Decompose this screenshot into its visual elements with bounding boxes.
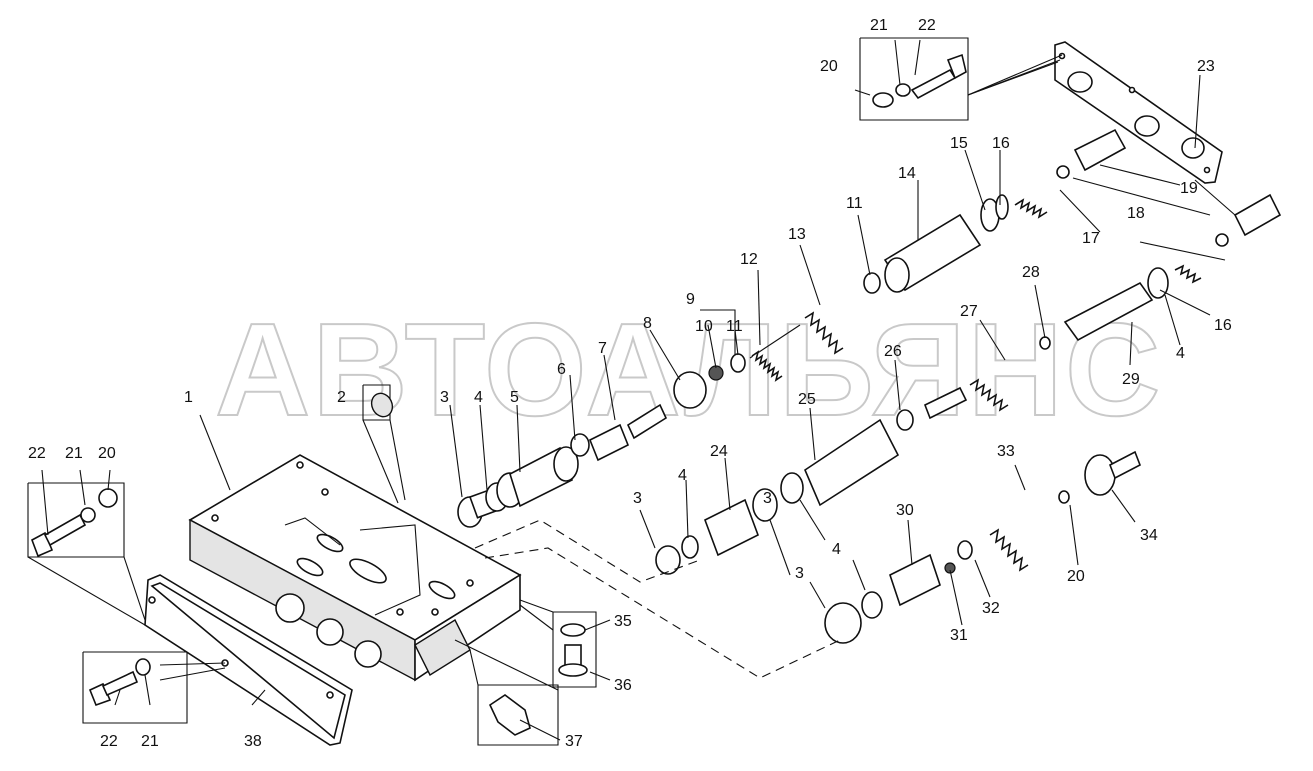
cover-plate (1054, 41, 1223, 184)
label-37: 37 (565, 733, 583, 750)
label-38: 38 (244, 733, 262, 750)
bottom-bolt-group (82, 651, 188, 724)
label-31: 31 (950, 627, 968, 644)
label-2: 2 (337, 389, 346, 406)
label-3: 3 (633, 490, 642, 507)
label-21: 21 (870, 17, 888, 34)
label-25: 25 (798, 391, 816, 408)
label-3: 3 (795, 565, 804, 582)
label-23: 23 (1197, 58, 1215, 75)
leader-lines (27, 39, 1236, 741)
label-29: 29 (1122, 371, 1140, 388)
label-22: 22 (100, 733, 118, 750)
top-bolt-group (859, 37, 969, 121)
label-36: 36 (614, 677, 632, 694)
label-1: 1 (184, 389, 193, 406)
label-7: 7 (598, 340, 607, 357)
label-30: 30 (896, 502, 914, 519)
upper-spool-row (457, 194, 1009, 528)
label-22: 22 (918, 17, 936, 34)
label-18: 18 (1127, 205, 1145, 222)
label-22: 22 (28, 445, 46, 462)
watermark-text: АВТОАЛЬЯНС (215, 296, 1162, 443)
label-4: 4 (474, 389, 483, 406)
part-labels: 1 2 3 3 3 3 4 4 4 4 5 6 7 8 9 10 11 11 1… (28, 17, 1232, 750)
label-16: 16 (992, 135, 1010, 152)
label-34: 34 (1140, 527, 1158, 544)
label-10: 10 (695, 318, 713, 335)
label-8: 8 (643, 315, 652, 332)
label-3: 3 (763, 490, 772, 507)
label-6: 6 (557, 361, 566, 378)
label-16: 16 (1214, 317, 1232, 334)
label-20: 20 (820, 58, 838, 75)
label-11: 11 (726, 318, 743, 335)
label-5: 5 (510, 389, 519, 406)
label-26: 26 (884, 343, 902, 360)
label-20: 20 (98, 445, 116, 462)
label-24: 24 (710, 443, 728, 460)
label-14: 14 (898, 165, 916, 182)
label-9: 9 (686, 291, 695, 308)
label-13: 13 (788, 226, 806, 243)
valve-body (188, 454, 522, 682)
plug-2 (362, 384, 394, 421)
label-35: 35 (614, 613, 632, 630)
label-3: 3 (440, 389, 449, 406)
label-20: 20 (1067, 568, 1085, 585)
left-bolt-group (27, 482, 125, 558)
label-28: 28 (1022, 264, 1040, 281)
label-32: 32 (982, 600, 1000, 617)
label-21: 21 (141, 733, 159, 750)
label-17: 17 (1082, 230, 1100, 247)
gasket-plate (144, 574, 353, 746)
end-springs-nuts (1014, 128, 1282, 284)
label-4: 4 (1176, 345, 1185, 362)
label-21: 21 (65, 445, 83, 462)
label-15: 15 (950, 135, 968, 152)
label-4: 4 (832, 541, 841, 558)
label-4: 4 (678, 467, 687, 484)
plug-assembly (552, 611, 597, 688)
plug-37 (477, 684, 559, 746)
label-33: 33 (997, 443, 1015, 460)
label-19: 19 (1180, 180, 1198, 197)
middle-spool-row (655, 267, 1169, 575)
lower-spool-row (824, 450, 1142, 644)
label-27: 27 (960, 303, 978, 320)
label-11: 11 (846, 195, 863, 212)
label-12: 12 (740, 251, 758, 268)
